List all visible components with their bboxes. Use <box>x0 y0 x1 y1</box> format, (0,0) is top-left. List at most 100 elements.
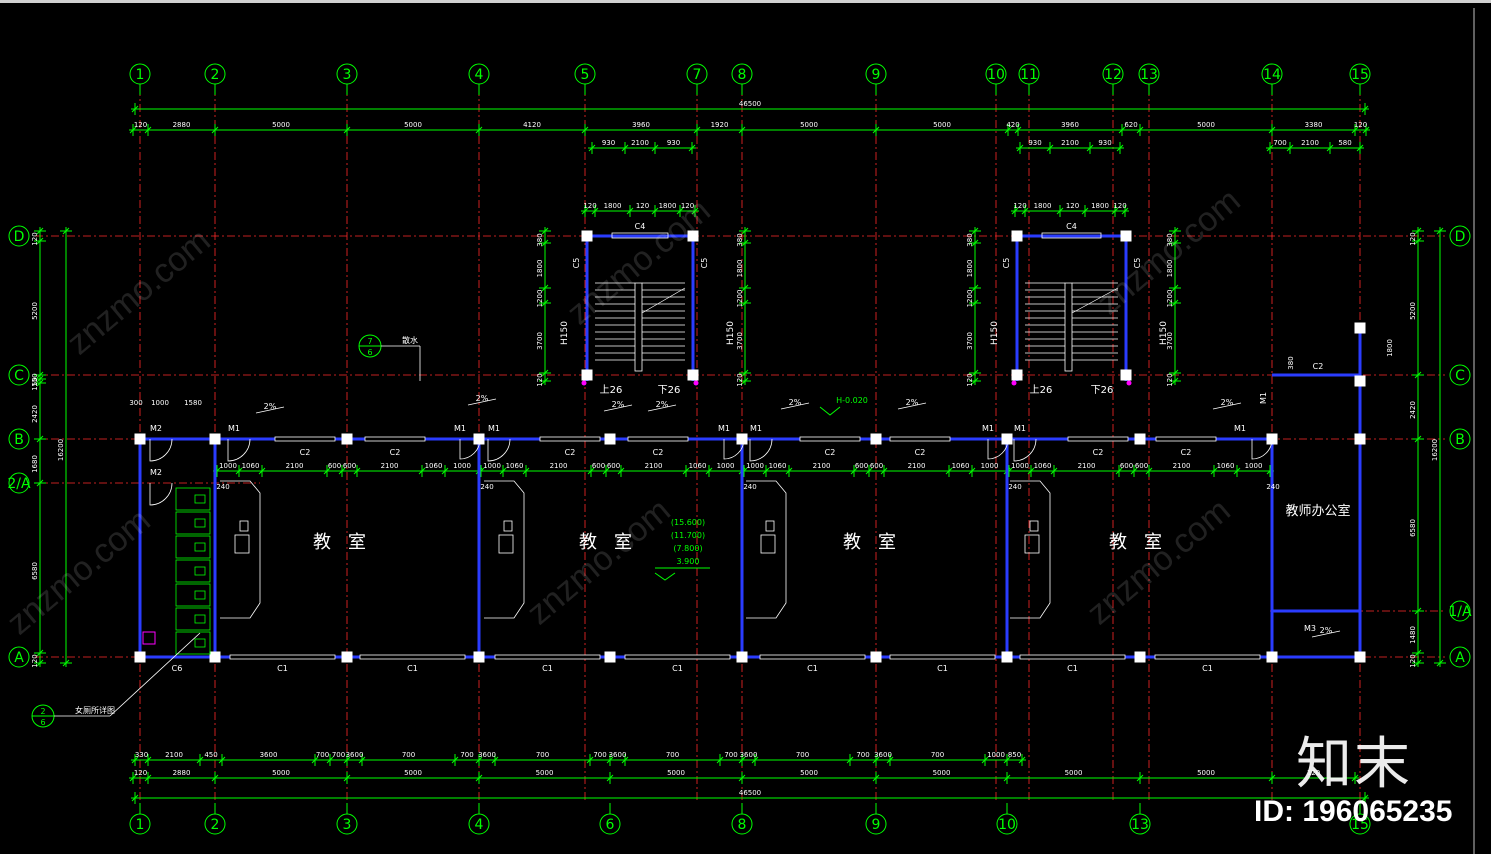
dim-stair-side-left-2-slash <box>971 377 979 385</box>
level-symbol <box>819 406 841 416</box>
dim-bottom-chain-1-slash <box>606 756 614 764</box>
axis-bubble-top-label: 9 <box>872 67 881 83</box>
window-c2-label: C2 <box>653 448 664 457</box>
dim-window-line-slash <box>865 467 873 475</box>
dim-bottom-chain-2-slash <box>144 774 152 782</box>
axis-bubble-top <box>1261 63 1283 85</box>
door-m2-label: M2 <box>150 424 162 433</box>
dim-stair-left-label: 2100 <box>631 139 649 147</box>
office-label: 教师办公室 <box>1285 503 1350 519</box>
window-c2-label: C2 <box>1093 448 1104 457</box>
window-c1-label: C1 <box>672 664 683 673</box>
structural-column <box>473 651 485 663</box>
dim-stair-side-right-2-slash <box>1171 239 1179 247</box>
dim-stair-side-left-2-label: 1200 <box>966 290 974 308</box>
structural-column <box>870 433 882 445</box>
dim-top-chain-label: 5000 <box>933 121 951 129</box>
dim-left-side-slash <box>36 237 44 245</box>
lectern-top <box>765 520 775 532</box>
axis-bubble-right <box>1449 225 1471 247</box>
structural-column <box>604 651 616 663</box>
axis-bubble-top <box>985 63 1007 85</box>
dim-stair-side-left-label: 120 <box>536 373 544 386</box>
elevation-symbol <box>654 572 676 581</box>
dim-bottom-chain-1-slash <box>451 756 459 764</box>
toilet-fixture <box>194 494 206 504</box>
axis-bubble-top <box>1018 63 1040 85</box>
dim-window-line-slash <box>785 467 793 475</box>
dim-window-line-slash <box>441 467 449 475</box>
dim-left-side-slash <box>36 227 44 235</box>
dim-bottom-chain-2-label: 5000 <box>1197 769 1215 777</box>
structural-column <box>1134 651 1146 663</box>
dim-stair-left-2-label: 120 <box>636 202 649 210</box>
dim-left-side-label: 6580 <box>31 562 39 580</box>
dim-overall-top-slash <box>131 105 139 113</box>
structural-column <box>134 651 146 663</box>
lectern-top <box>503 520 513 532</box>
dim-stair-left-2-label: 120 <box>583 202 596 210</box>
window-c1-label: C1 <box>1067 664 1078 673</box>
window-c1 <box>759 654 866 660</box>
slope-label: 2% <box>476 394 489 403</box>
dim-stair-right-label: 930 <box>1098 139 1111 147</box>
dim-window-line-slash <box>418 467 426 475</box>
marker-dot <box>693 380 699 386</box>
dim-bottom-chain-1-slash <box>144 756 152 764</box>
dim-stair-side-right-label: 380 <box>736 233 744 246</box>
slope-arrow <box>897 402 927 410</box>
teacher-podium <box>484 480 525 619</box>
lectern <box>1024 534 1040 554</box>
dim-top-chain-slash <box>211 126 219 134</box>
dim-window-line-slash <box>235 467 243 475</box>
axis-bubble-bottom-label: 3 <box>343 817 352 833</box>
dim-stair-side-left-2-slash <box>971 299 979 307</box>
window-c5-label: C5 <box>700 258 709 269</box>
dim-stair-side-right-label: 1200 <box>736 290 744 308</box>
dim-bottom-chain-1-slash <box>358 756 366 764</box>
dim-left-side-label: 150 <box>31 373 39 386</box>
dim-stair-right-label: 2100 <box>1061 139 1079 147</box>
toilet-stall <box>175 559 211 583</box>
axis-bubble-top <box>336 63 358 85</box>
toilet-fixture <box>194 614 206 624</box>
dim-label: 380 <box>1287 356 1295 369</box>
lectern-top <box>239 520 249 532</box>
dim-window-line-label: 1000 <box>981 462 999 470</box>
dim-window-line-label: 600 <box>592 462 605 470</box>
callout-detail-2-text: 女厕所详图 <box>75 705 115 715</box>
axis-bubble-right-label: B <box>1455 432 1465 448</box>
door-m1-label: M1 <box>1234 424 1246 433</box>
stair-down-label: 下26 <box>658 385 681 396</box>
dim-right-side-label: 2420 <box>1409 401 1417 419</box>
dim-stair-right-2-slash <box>1121 207 1129 215</box>
axis-bubble-top <box>204 63 226 85</box>
slope-arrow <box>647 404 677 412</box>
dim-window-line-label: 1060 <box>425 462 443 470</box>
toilet-fixture <box>194 590 206 600</box>
axis-bubble-left-label: 2/A <box>7 476 31 492</box>
dim-bottom-chain-2-slash <box>475 774 483 782</box>
dim-right-side-slash <box>1414 649 1422 657</box>
dim-right-side-slash <box>1414 607 1422 615</box>
axis-bubble-left-label: A <box>14 650 24 666</box>
dim-stair-side-left-slash <box>541 377 549 385</box>
dim-window-line-label: 1000 <box>483 462 501 470</box>
dim-stair-left-2-slash <box>626 207 634 215</box>
dim-window-line-slash <box>1233 467 1241 475</box>
dim-stair-side-right-2-label: 3700 <box>1166 332 1174 350</box>
dim-bottom-chain-1-label: 700 <box>332 751 345 759</box>
window-c5-label: C5 <box>572 258 581 269</box>
dim-stair-side-left-label: 1200 <box>536 290 544 308</box>
dim-label: 240 <box>743 483 756 491</box>
axis-bubble-left <box>8 428 30 450</box>
window-c2 <box>1155 436 1217 442</box>
dim-stair-side-right-2-slash <box>1171 369 1179 377</box>
dim-stair-side-left-2-label: 120 <box>966 373 974 386</box>
dim-right-side-slash <box>1414 227 1422 235</box>
dim-label: 240 <box>1266 483 1279 491</box>
dim-stair-side-left-2-label: 3700 <box>966 332 974 350</box>
dim-top-chain-slash <box>343 126 351 134</box>
axis-bubble-bottom-label: 10 <box>998 817 1016 833</box>
